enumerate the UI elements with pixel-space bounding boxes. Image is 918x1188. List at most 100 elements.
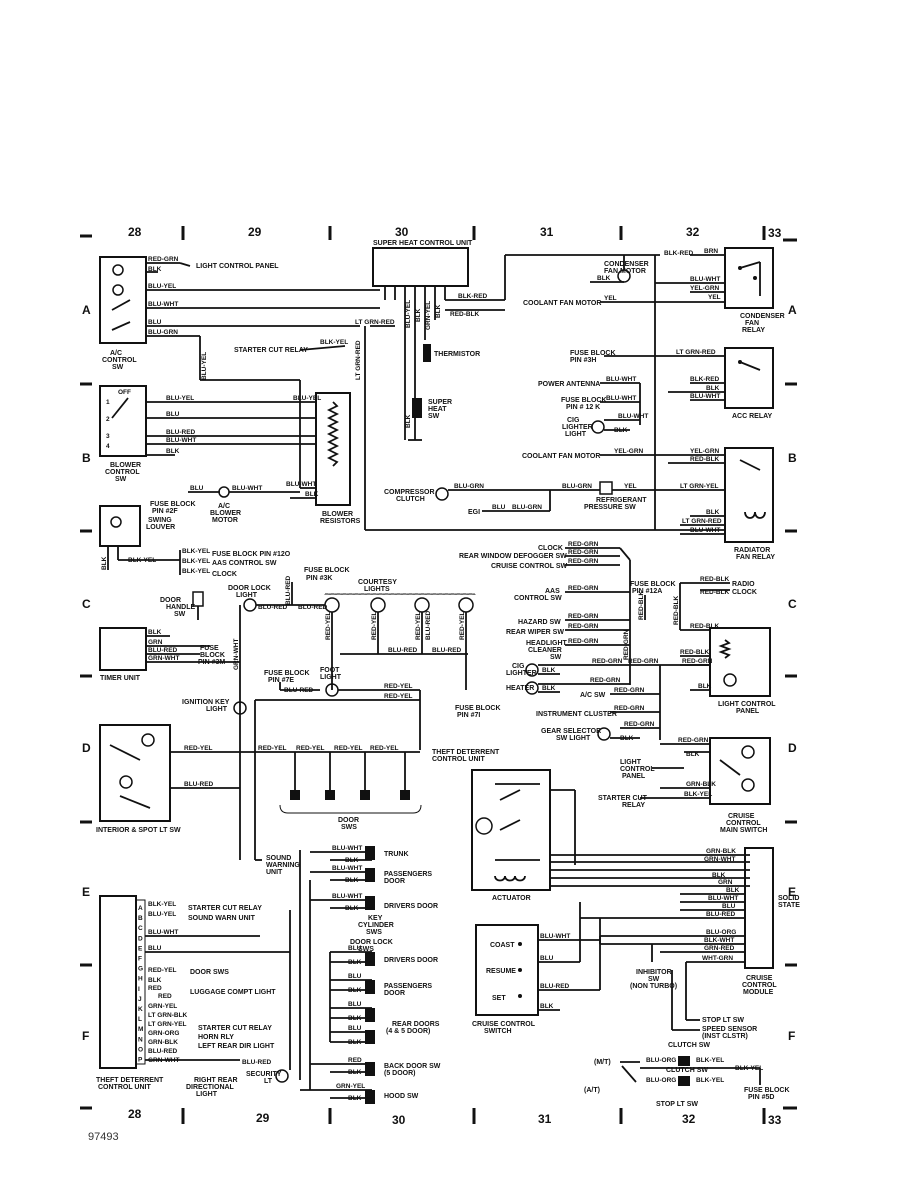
svg-text:CRUISE CONTROL: CRUISE CONTROL [472,1021,536,1028]
svg-text:RED-BLK: RED-BLK [680,649,710,656]
row-b-right: B [788,451,797,465]
theft-pin-d: D [138,935,143,942]
svg-text:BLK-YEL: BLK-YEL [128,557,156,564]
svg-text:BLK: BLK [405,414,412,428]
svg-text:RED-YEL: RED-YEL [148,967,177,974]
svg-text:RED-BLK: RED-BLK [450,311,480,318]
svg-text:RIGHT REAR: RIGHT REAR [194,1077,238,1084]
svg-text:4: 4 [106,443,110,450]
svg-text:POWER ANTENNA: POWER ANTENNA [538,381,600,388]
svg-text:CIG: CIG [567,417,580,424]
svg-text:BLU: BLU [190,485,204,492]
svg-text:CRUISE: CRUISE [728,813,755,820]
svg-text:RED-BLK: RED-BLK [690,456,720,463]
svg-text:RELAY: RELAY [742,327,765,334]
svg-text:LT GRN-RED: LT GRN-RED [682,518,722,525]
svg-text:DOOR SWS: DOOR SWS [190,969,229,976]
svg-text:RED-GRN: RED-GRN [628,658,659,665]
svg-text:BLU-RED: BLU-RED [425,610,432,640]
super-heat-label: SUPER HEAT CONTROL UNIT [373,240,473,247]
acc-relay: ACC RELAY FUSE BLOCK PIN #3H LT GRN-RED … [538,347,774,438]
svg-text:LIGHT: LIGHT [565,431,587,438]
svg-text:REAR WIPER SW: REAR WIPER SW [506,629,564,636]
svg-text:OFF: OFF [118,389,131,396]
svg-text:DOOR: DOOR [338,817,359,824]
interior-spot-switch: INTERIOR & SPOT LT SW RED-YEL RED-YEL RE… [96,724,500,834]
svg-text:BLU-RED: BLU-RED [148,647,178,654]
svg-text:WHT-GRN: WHT-GRN [702,955,733,962]
svg-text:PIN #7I: PIN #7I [457,712,480,719]
svg-text:RED-BLK: RED-BLK [700,589,730,596]
svg-text:3: 3 [106,433,110,440]
center-right-switches: CLOCK RED-GRN REAR WINDOW DEFOGGER SW RE… [459,541,757,742]
svg-text:LUGGAGE COMPT LIGHT: LUGGAGE COMPT LIGHT [190,989,276,996]
svg-text:EGI: EGI [468,509,480,516]
svg-text:IGNITION KEY: IGNITION KEY [182,699,230,706]
svg-text:BLU-WHT: BLU-WHT [540,933,570,940]
svg-text:LIGHT: LIGHT [206,706,228,713]
svg-text:BLK-YEL: BLK-YEL [320,339,348,346]
svg-text:CONTROL UNIT: CONTROL UNIT [98,1084,151,1091]
blower-control-switch: OFF 1 2 3 4 BLOWER CONTROL SW BLU-YEL BL… [99,385,321,483]
row-a-left: A [82,303,91,317]
svg-text:BLU: BLU [348,945,362,952]
col-29-top: 29 [248,225,262,239]
svg-text:AAS: AAS [545,588,560,595]
thermistor-label: THERMISTOR [434,351,480,358]
svg-text:THEFT DETERRENT: THEFT DETERRENT [432,749,500,756]
svg-text:SUPER: SUPER [428,399,452,406]
svg-text:TRUNK: TRUNK [384,851,409,858]
svg-text:BLK: BLK [706,385,720,392]
row-markers: A A B B C C D D E E F F [80,303,797,1043]
svg-text:BACK DOOR SW: BACK DOOR SW [384,1063,441,1070]
svg-text:BLU-RED: BLU-RED [184,781,214,788]
svg-text:DOOR: DOOR [384,878,405,885]
svg-text:FUSE: FUSE [200,645,219,652]
svg-text:BLU-WHT: BLU-WHT [606,376,636,383]
svg-text:BLU-WHT: BLU-WHT [690,393,720,400]
figure-id: 97493 [88,1131,119,1143]
svg-text:BLK-YEL: BLK-YEL [182,548,210,555]
svg-text:RED-YEL: RED-YEL [415,611,422,640]
svg-text:CRUISE CONTROL SW: CRUISE CONTROL SW [491,563,567,570]
svg-text:YEL-GRN: YEL-GRN [690,285,720,292]
svg-text:GRN-WHT: GRN-WHT [233,639,240,670]
svg-text:PANEL: PANEL [622,773,646,780]
svg-text:BLK: BLK [706,509,720,516]
theft-pin-j: J [138,996,142,1003]
bottom-grid-ruler: 28 29 30 31 32 33 [80,1106,797,1127]
svg-text:BLU: BLU [348,1001,362,1008]
svg-text:SWS: SWS [358,946,374,953]
svg-text:STOP LT SW: STOP LT SW [702,1017,744,1024]
svg-text:BLK: BLK [305,491,319,498]
svg-text:BLU: BLU [166,411,180,418]
svg-text:SWS: SWS [341,824,357,831]
row-e-left: E [82,885,90,899]
svg-text:YEL: YEL [708,294,721,301]
col-28-top: 28 [128,225,142,239]
theft-pin-i: I [138,986,140,993]
ac-control-wires: RED-GRN LIGHT CONTROL PANEL BLK BLU-YEL … [146,256,380,380]
svg-text:STARTER CUT RELAY: STARTER CUT RELAY [198,1025,272,1032]
svg-text:ACC RELAY: ACC RELAY [732,413,773,420]
svg-text:BLU-RED: BLU-RED [148,1048,178,1055]
col-28-bottom: 28 [128,1107,142,1121]
svg-text:LIGHT CONTROL: LIGHT CONTROL [718,701,776,708]
svg-text:BLK: BLK [345,857,359,864]
svg-text:MAIN SWITCH: MAIN SWITCH [720,827,767,834]
svg-text:SET: SET [492,995,506,1002]
theft-pin-f: F [138,956,142,963]
svg-text:BLU-WHT: BLU-WHT [166,437,196,444]
svg-text:BLK: BLK [542,667,556,674]
theft-pin-k: K [138,1006,143,1013]
svg-text:BLU-ORG: BLU-ORG [706,929,736,936]
ac-control-label-3: SW [112,364,124,371]
svg-text:LIGHT: LIGHT [620,759,642,766]
svg-text:BLK: BLK [712,872,726,879]
theft-pin-p: P [138,1057,143,1064]
svg-text:CLOCK: CLOCK [538,545,563,552]
top-grid-ruler: 28 29 30 31 32 33 [80,225,797,242]
svg-text:BLK-YEL: BLK-YEL [182,568,210,575]
svg-text:LEFT REAR DIR LIGHT: LEFT REAR DIR LIGHT [198,1043,275,1050]
